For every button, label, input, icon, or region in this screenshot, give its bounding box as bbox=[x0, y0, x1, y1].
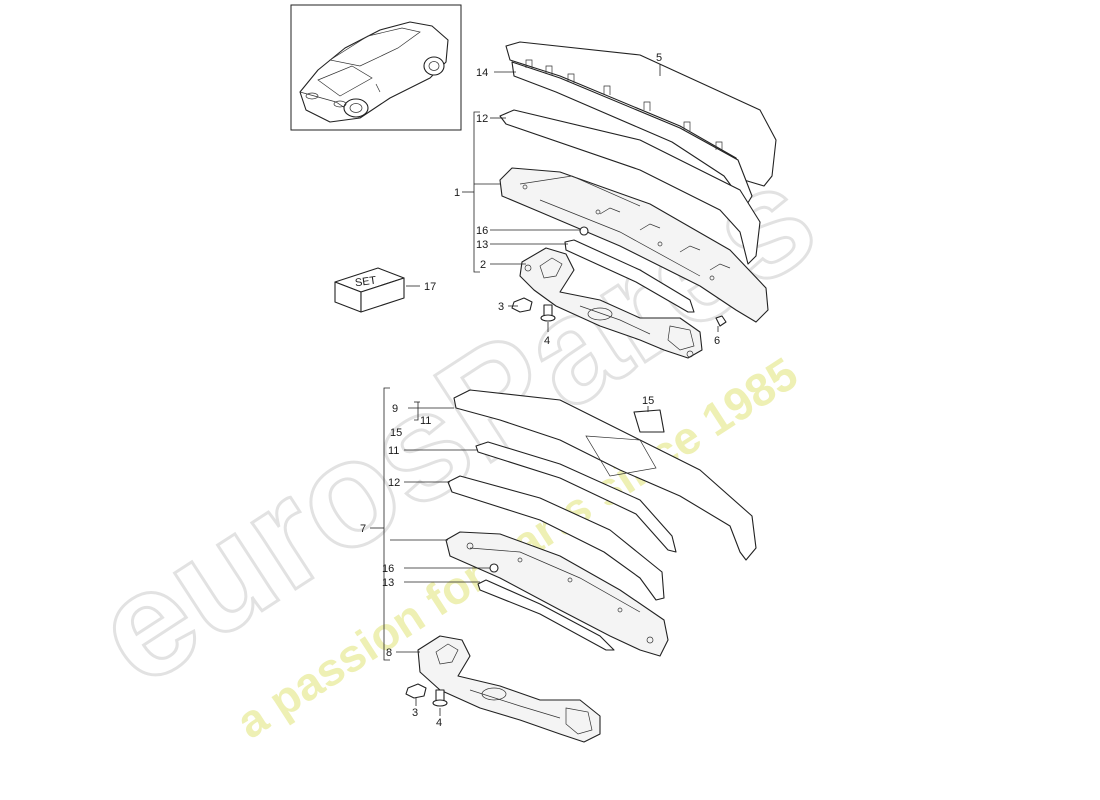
callout-14: 14 bbox=[476, 67, 488, 79]
part-12-lower-trim bbox=[447, 475, 665, 601]
callout-15-left: 15 bbox=[390, 427, 402, 439]
callouts-lower: 9 11 15 15 11 12 7 16 13 8 3 4 bbox=[360, 395, 654, 729]
part-11-trim bbox=[475, 441, 677, 553]
callouts-upper: 5 14 12 1 16 13 2 17 3 4 6 bbox=[424, 52, 720, 347]
callout-5: 5 bbox=[656, 52, 662, 64]
callout-16-lower: 16 bbox=[382, 563, 394, 575]
part-9-spoiler-top bbox=[453, 389, 757, 561]
upper-assembly bbox=[499, 41, 777, 359]
part-5-spoiler-top bbox=[505, 41, 777, 187]
part-6-screw bbox=[715, 315, 727, 327]
part-2-drive-mechanism bbox=[519, 247, 703, 359]
lower-assembly bbox=[405, 389, 757, 743]
callout-12: 12 bbox=[476, 113, 488, 125]
set-box-label: SET bbox=[354, 274, 377, 289]
callout-6: 6 bbox=[714, 335, 720, 347]
callout-8: 8 bbox=[386, 647, 392, 659]
callout-13-lower: 13 bbox=[382, 577, 394, 589]
callout-4-lower: 4 bbox=[436, 717, 442, 729]
callout-15-insert: 15 bbox=[642, 395, 654, 407]
callout-4: 4 bbox=[544, 335, 550, 347]
callout-9: 9 bbox=[392, 403, 398, 415]
part-16-clip bbox=[579, 226, 589, 236]
callout-11-bracket: 11 bbox=[420, 415, 431, 427]
callout-17: 17 bbox=[424, 281, 436, 293]
set-kit-box: SET bbox=[334, 267, 405, 313]
leader-lines bbox=[370, 64, 719, 716]
callout-2: 2 bbox=[480, 259, 486, 271]
part-7-spoiler-frame bbox=[445, 531, 669, 657]
callout-7: 7 bbox=[360, 523, 366, 535]
callout-16: 16 bbox=[476, 225, 488, 237]
callout-12-lower: 12 bbox=[388, 477, 400, 489]
part-8-drive-mechanism bbox=[417, 635, 601, 743]
callout-3-lower: 3 bbox=[412, 707, 418, 719]
part-16-lower-clip bbox=[489, 563, 499, 573]
callout-13: 13 bbox=[476, 239, 488, 251]
callout-11: 11 bbox=[388, 445, 399, 457]
part-12-trim-strip bbox=[499, 109, 761, 265]
part-4-lower-bolt bbox=[432, 689, 448, 707]
part-3-nut bbox=[511, 297, 533, 313]
part-13-strip bbox=[564, 239, 695, 313]
vehicle-thumbnail bbox=[290, 4, 462, 131]
part-15-insert bbox=[633, 409, 665, 433]
part-4-bolt bbox=[540, 304, 556, 322]
callout-1: 1 bbox=[454, 187, 460, 199]
part-13-lower-strip bbox=[477, 579, 615, 651]
callout-3: 3 bbox=[498, 301, 504, 313]
part-3-lower-nut bbox=[405, 683, 427, 699]
